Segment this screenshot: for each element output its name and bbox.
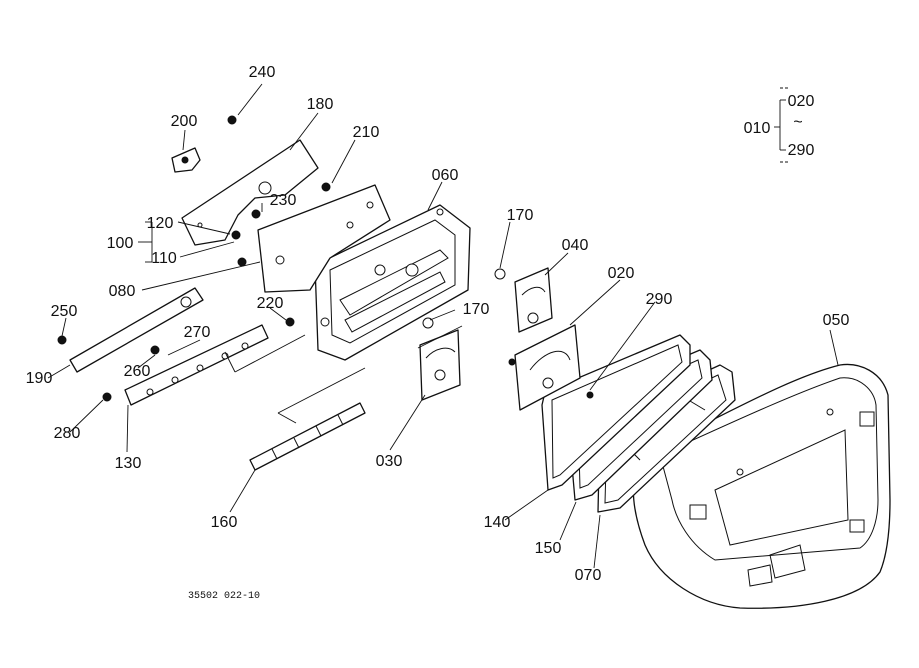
legend-range-to: 290 — [788, 142, 815, 159]
callout-130: 130 — [115, 455, 142, 472]
callout-170-a: 170 — [507, 207, 534, 224]
part-140-gasket — [541, 334, 691, 491]
part-170-bulb-mid — [422, 317, 434, 329]
callout-150: 150 — [535, 540, 562, 557]
part-040-gauge — [514, 267, 553, 333]
leader-lines — [47, 83, 839, 569]
part-170-bulb-top — [494, 268, 506, 280]
callout-240: 240 — [249, 64, 276, 81]
drawing-number: 35502 022-10 — [188, 591, 260, 602]
assembly-legend: 010 020 ~ 290 — [744, 93, 815, 159]
callout-030: 030 — [376, 453, 403, 470]
part-160-strip — [249, 402, 366, 471]
part-200-connector — [171, 147, 201, 173]
callout-100: 100 — [107, 235, 134, 252]
legend-range-sep: ~ — [793, 114, 802, 131]
callout-250: 250 — [51, 303, 78, 320]
part-210-board — [257, 184, 391, 293]
part-060-housing — [314, 204, 471, 361]
legend-range-from: 020 — [788, 93, 815, 110]
callout-140: 140 — [484, 514, 511, 531]
screws — [57, 115, 594, 402]
callout-020: 020 — [608, 265, 635, 282]
part-080-plate — [69, 287, 204, 373]
callout-230: 230 — [270, 192, 297, 209]
callout-170-b: 170 — [463, 301, 490, 318]
callout-180: 180 — [307, 96, 334, 113]
legend-bracket — [774, 87, 790, 163]
callout-050: 050 — [823, 312, 850, 329]
callout-120: 120 — [147, 215, 174, 232]
callout-280: 280 — [54, 425, 81, 442]
callout-080: 080 — [109, 283, 136, 300]
part-070-glass — [597, 364, 736, 513]
part-030-gauge — [419, 329, 461, 401]
part-180-plate — [181, 139, 319, 246]
callout-190: 190 — [26, 370, 53, 387]
callout-060: 060 — [432, 167, 459, 184]
part-020-gauge — [508, 324, 581, 411]
callout-labels: 240 180 200 210 060 230 120 100 110 170 … — [26, 64, 850, 584]
callout-290: 290 — [646, 291, 673, 308]
legend-assembly-no: 010 — [744, 120, 771, 137]
callout-160: 160 — [211, 514, 238, 531]
callout-040: 040 — [562, 237, 589, 254]
callout-210: 210 — [353, 124, 380, 141]
callout-270: 270 — [184, 324, 211, 341]
callout-220: 220 — [257, 295, 284, 312]
part-130-plate — [124, 324, 269, 406]
callout-110: 110 — [151, 250, 177, 267]
callout-070: 070 — [575, 567, 602, 584]
callout-200: 200 — [171, 113, 198, 130]
callout-260: 260 — [124, 363, 151, 380]
